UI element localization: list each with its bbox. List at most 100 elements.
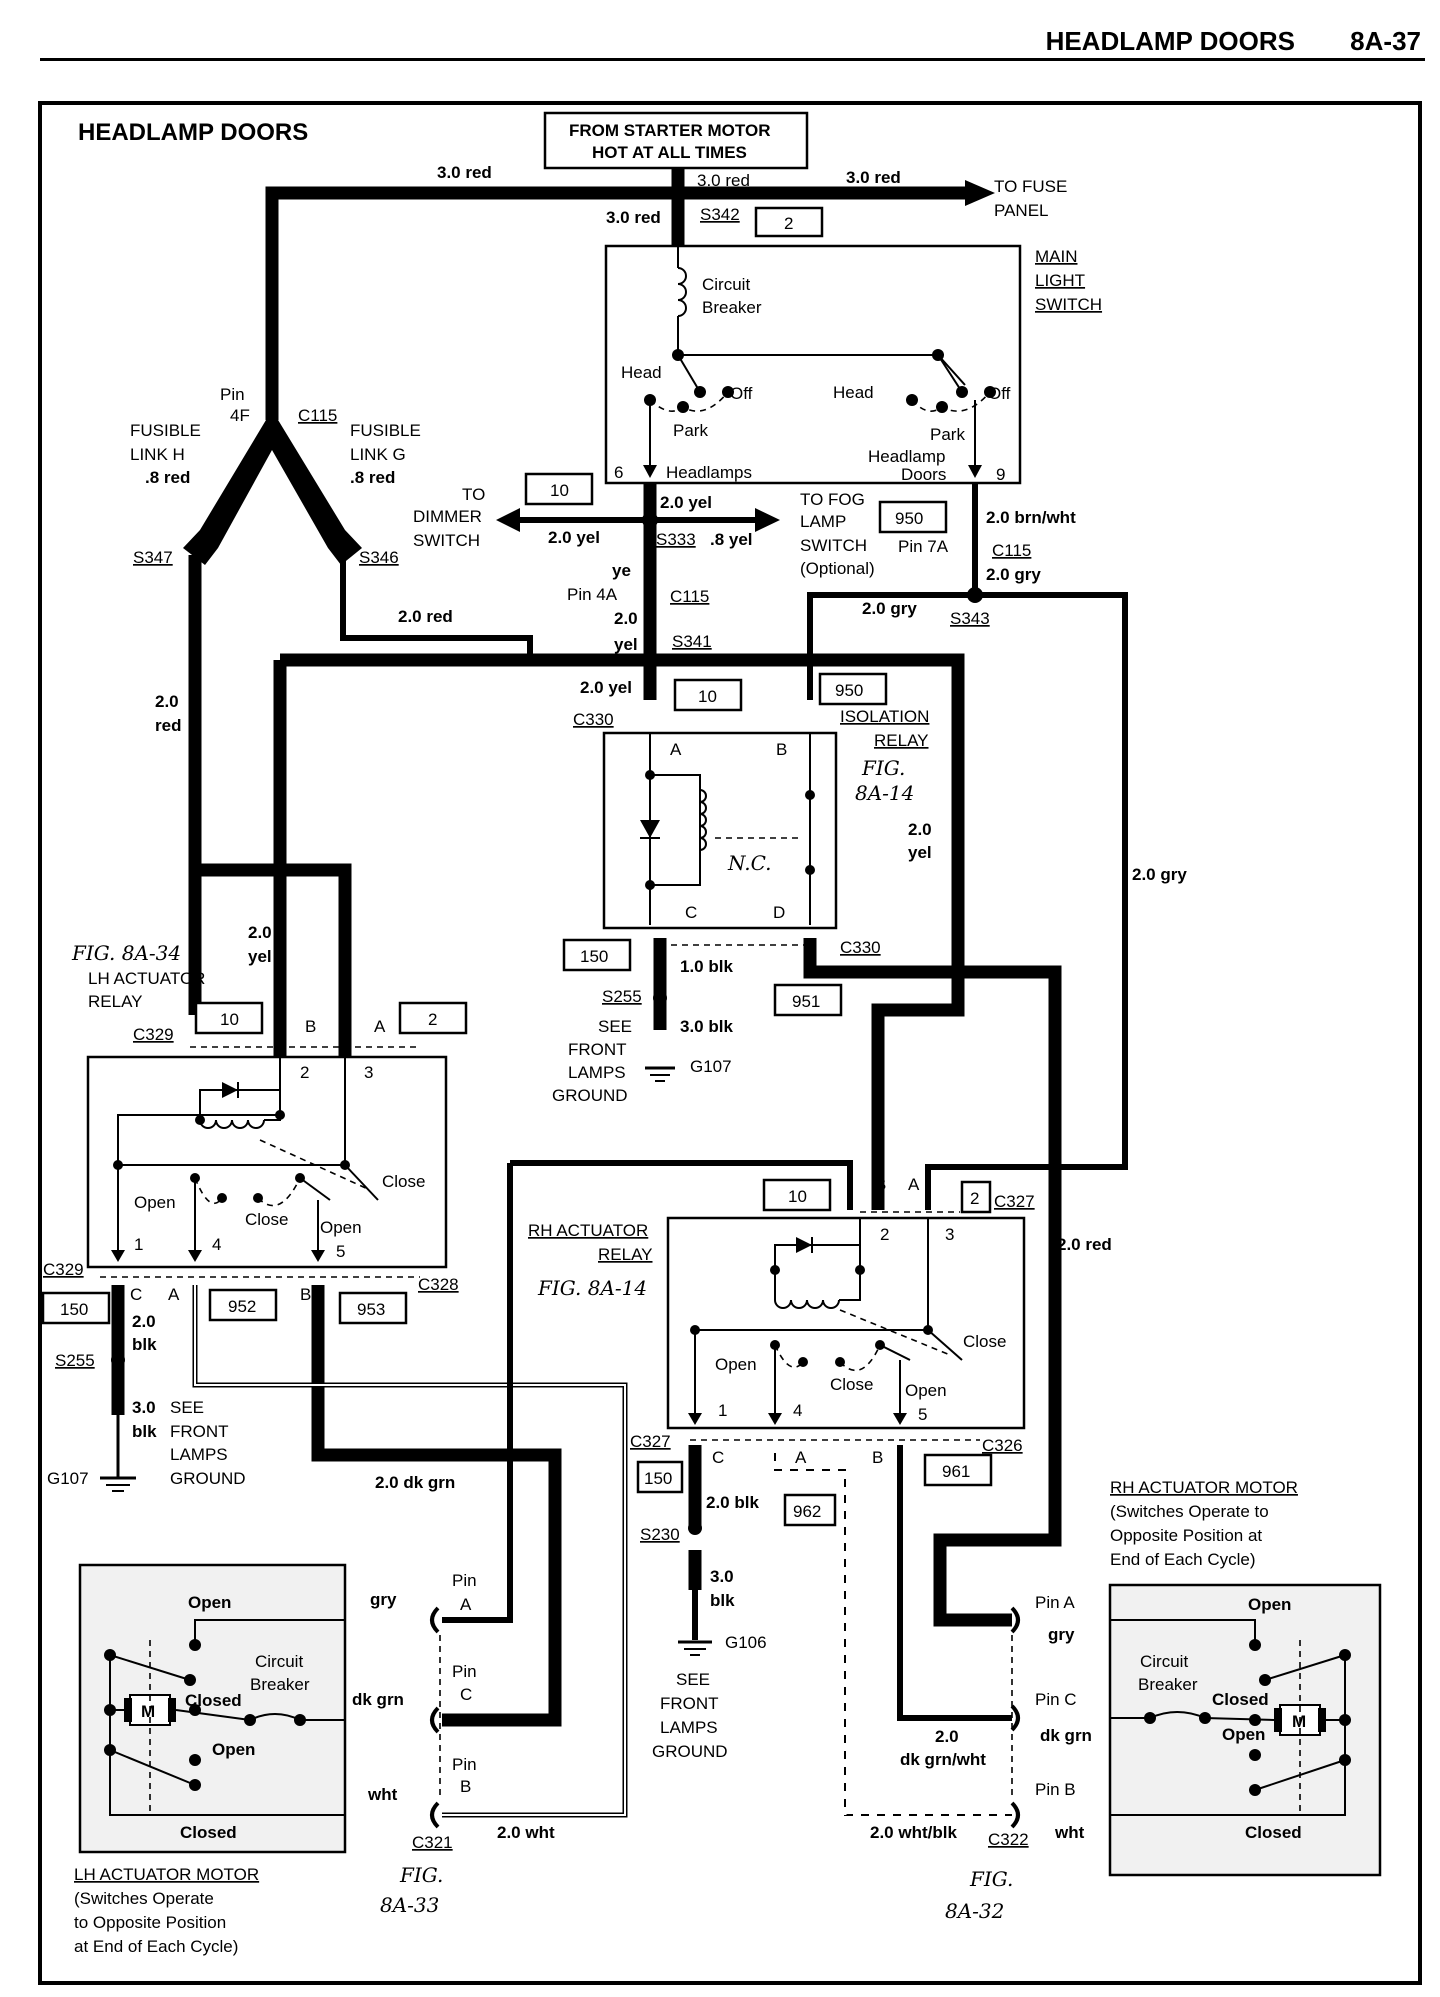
main-light-switch-box [604, 244, 1022, 485]
label: LINK G [350, 445, 406, 464]
wire-label: gry [1048, 1625, 1075, 1644]
circuit-box [562, 938, 632, 972]
pin: B [305, 1017, 316, 1036]
label: FUSIBLE [350, 421, 421, 440]
wire-label: .8 yel [710, 530, 753, 549]
pin: C [712, 1448, 724, 1467]
splice-s346: S346 [359, 548, 399, 567]
switch-label: Head [833, 383, 874, 402]
circuit-number: 2 [428, 1010, 437, 1029]
connector-c329: C329 [43, 1260, 84, 1279]
wire-label: 2.0 [248, 923, 272, 942]
splice-s255: S255 [602, 987, 642, 1006]
wire-label: 2.0 [614, 609, 638, 628]
isolation-relay-title: RELAY [874, 731, 929, 750]
pin: 5 [336, 1242, 345, 1261]
circuit-number: 953 [357, 1300, 385, 1319]
circuit-box [754, 206, 824, 238]
motor-label: Circuit [1140, 1652, 1188, 1671]
rh-motor-note: Opposite Position at [1110, 1526, 1262, 1545]
lh-motor-note: to Opposite Position [74, 1913, 226, 1932]
pin-label: Pin [452, 1755, 477, 1774]
page-number: 8A-37 [1350, 26, 1421, 56]
pin: 4 [212, 1235, 221, 1254]
wire-label: gry [370, 1590, 397, 1609]
splice-s230: S230 [640, 1525, 680, 1544]
circuit-number: 10 [550, 481, 569, 500]
circuit-number: 150 [580, 947, 608, 966]
circuit-box [524, 472, 594, 506]
circuit-box [923, 1453, 993, 1487]
pin: A [908, 1175, 920, 1194]
connector-c115: C115 [670, 587, 709, 606]
motor-label: Open [1222, 1725, 1265, 1744]
fog-label: LAMP [800, 512, 846, 531]
switch-label: Circuit [702, 275, 750, 294]
dimmer-label: DIMMER [413, 507, 482, 526]
splice-s343: S343 [950, 609, 990, 628]
motor-m: M [141, 1702, 155, 1721]
ground-label: FRONT [568, 1040, 627, 1059]
switch-label: Breaker [702, 298, 762, 317]
pin: C [130, 1285, 142, 1304]
handwritten-note: FIG. [861, 756, 905, 780]
handwritten-note: N.C. [727, 851, 772, 875]
lh-relay-internals [111, 1046, 420, 1262]
label: LINK H [130, 445, 185, 464]
wire-label: 3.0 red [606, 208, 661, 227]
handwritten-note: FIG. [399, 1863, 443, 1887]
rh-motor-title: RH ACTUATOR MOTOR [1110, 1478, 1298, 1497]
rh-relay-title: RELAY [598, 1245, 653, 1264]
circuit-box [636, 1460, 684, 1494]
circuit-box [208, 1288, 278, 1322]
connector-c330: C330 [840, 938, 881, 957]
pin: B [875, 1175, 886, 1194]
isolation-output-wires [653, 938, 1062, 1627]
splice-s342: S342 [700, 205, 740, 224]
wire-label: red [155, 716, 181, 735]
pin: D [773, 903, 785, 922]
ground-symbol [100, 1415, 136, 1492]
motor-label: Open [212, 1740, 255, 1759]
handwritten-note: FIG. 8A-14 [537, 1276, 647, 1300]
power-source-line2: HOT AT ALL TIMES [592, 143, 747, 162]
circuit-number: 2 [784, 214, 793, 233]
wire-label: dk grn [352, 1690, 404, 1709]
wire-label: 2.0 blk [706, 1493, 759, 1512]
wire-label: yel [614, 635, 638, 654]
pin: C [685, 903, 697, 922]
splice-s347: S347 [133, 548, 173, 567]
isolation-relay-internals [640, 733, 815, 925]
label: Pin [220, 385, 245, 404]
wire-label: 2.0 brn/wht [986, 508, 1076, 527]
wire-label: 2.0 [908, 820, 932, 839]
lh-motor-connectors [430, 1606, 441, 1829]
wire-label: ye [612, 561, 631, 580]
switch-label: Headlamp [868, 447, 946, 466]
pin: A [670, 740, 682, 759]
circuit-box [783, 1493, 837, 1527]
label: FUSIBLE [130, 421, 201, 440]
circuit-box [338, 1291, 408, 1325]
headlamp-feed-wires [195, 483, 1128, 1210]
fog-label: SWITCH [800, 536, 867, 555]
main-feed-wires [265, 168, 995, 370]
pin-label: Pin B [1035, 1780, 1076, 1799]
ground-label: LAMPS [660, 1718, 718, 1737]
pin: B [300, 1285, 311, 1304]
diagram-frame [38, 101, 1422, 1985]
lh-motor-note: at End of Each Cycle) [74, 1937, 238, 1956]
relay-label: Close [963, 1332, 1006, 1351]
circuit-number: 10 [788, 1187, 807, 1206]
fuse-panel-label: PANEL [994, 201, 1049, 220]
handwritten-note: FIG. 8A-34 [71, 941, 181, 965]
motor-label: Open [188, 1593, 231, 1612]
ground-label: SEE [676, 1670, 710, 1689]
wire-label: yel [248, 947, 272, 966]
relay-label: Close [382, 1172, 425, 1191]
circuit-number: 952 [228, 1297, 256, 1316]
wire-label: 3.0 red [846, 168, 901, 187]
main-light-switch-title: MAIN [1035, 247, 1078, 266]
power-source-line1: FROM STARTER MOTOR [569, 121, 770, 140]
